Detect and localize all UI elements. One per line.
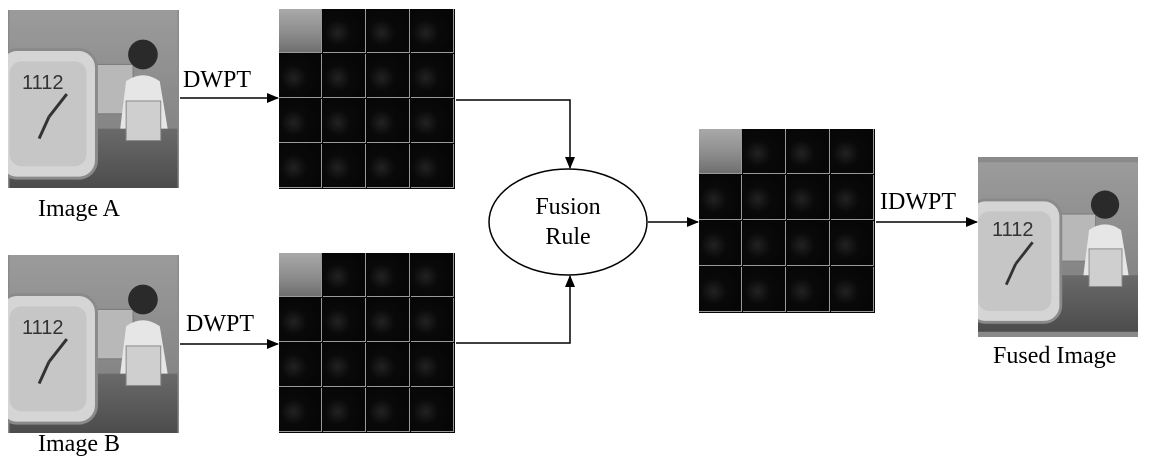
fused-image-photo: 1112 bbox=[978, 157, 1138, 337]
detail-subband bbox=[743, 129, 786, 174]
detail-subband bbox=[323, 343, 366, 387]
detail-subband bbox=[367, 298, 410, 342]
detail-subband bbox=[279, 298, 322, 342]
detail-subband bbox=[743, 221, 786, 266]
detail-subband bbox=[411, 54, 454, 98]
arrow-a-fusion bbox=[456, 99, 575, 169]
detail-subband bbox=[279, 54, 322, 98]
detail-subband bbox=[323, 298, 366, 342]
detail-subband bbox=[279, 388, 322, 432]
detail-subband bbox=[787, 175, 830, 220]
fused-coefficients bbox=[699, 129, 875, 313]
detail-subband bbox=[787, 129, 830, 174]
dwpt-coefficients-a bbox=[279, 9, 455, 189]
detail-subband bbox=[323, 388, 366, 432]
fusion-rule-node bbox=[488, 168, 648, 276]
detail-subband bbox=[367, 253, 410, 297]
approximation-subband bbox=[279, 253, 322, 297]
detail-subband bbox=[699, 221, 742, 266]
detail-subband bbox=[411, 253, 454, 297]
detail-subband bbox=[787, 221, 830, 266]
clock-digits: 1112 bbox=[22, 317, 64, 339]
clock-digits: 1112 bbox=[992, 219, 1034, 241]
detail-subband bbox=[323, 54, 366, 98]
fusion-rule-label: Fusion Rule bbox=[488, 192, 648, 252]
fusion-rule-line2: Rule bbox=[545, 224, 591, 250]
fused-image-label: Fused Image bbox=[993, 343, 1117, 369]
detail-subband bbox=[831, 129, 874, 174]
detail-subband bbox=[411, 9, 454, 53]
detail-subband bbox=[743, 267, 786, 312]
detail-subband bbox=[831, 267, 874, 312]
detail-subband bbox=[411, 388, 454, 432]
detail-subband bbox=[367, 388, 410, 432]
detail-subband bbox=[411, 298, 454, 342]
detail-subband bbox=[367, 99, 410, 143]
detail-subband bbox=[411, 343, 454, 387]
dwpt-label-a: DWPT bbox=[183, 67, 251, 93]
approximation-subband bbox=[279, 9, 322, 53]
detail-subband bbox=[367, 9, 410, 53]
image-b-label: Image B bbox=[38, 431, 120, 457]
dwpt-label-b: DWPT bbox=[186, 311, 254, 337]
detail-subband bbox=[323, 9, 366, 53]
detail-subband bbox=[279, 99, 322, 143]
detail-subband bbox=[831, 175, 874, 220]
detail-subband bbox=[323, 99, 366, 143]
arrow-b-fusion bbox=[456, 275, 575, 344]
clock-digits: 1112 bbox=[22, 72, 64, 94]
detail-subband bbox=[787, 267, 830, 312]
detail-subband bbox=[323, 253, 366, 297]
image-a-label: Image A bbox=[38, 196, 120, 222]
detail-subband bbox=[323, 144, 366, 188]
detail-subband bbox=[367, 343, 410, 387]
detail-subband bbox=[699, 175, 742, 220]
image-b-photo: 1112 bbox=[8, 255, 179, 433]
detail-subband bbox=[367, 54, 410, 98]
idwpt-label: IDWPT bbox=[880, 189, 956, 215]
dwpt-coefficients-b bbox=[279, 253, 455, 433]
detail-subband bbox=[699, 267, 742, 312]
detail-subband bbox=[279, 343, 322, 387]
detail-subband bbox=[743, 175, 786, 220]
detail-subband bbox=[367, 144, 410, 188]
fusion-rule-line1: Fusion bbox=[535, 194, 601, 220]
detail-subband bbox=[411, 99, 454, 143]
detail-subband bbox=[279, 144, 322, 188]
detail-subband bbox=[831, 221, 874, 266]
detail-subband bbox=[411, 144, 454, 188]
approximation-subband bbox=[699, 129, 742, 174]
image-a-photo: 1112 bbox=[8, 10, 179, 188]
